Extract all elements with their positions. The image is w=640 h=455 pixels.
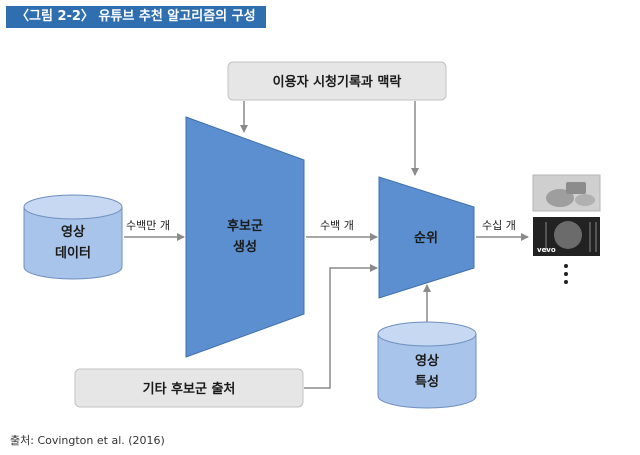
video-data-label-line1: 영상 [61,225,85,240]
user-history-box: 이용자 시청기록과 맥락 [227,61,447,101]
source-caption: 출처: Covington et al. (2016) [10,434,165,447]
other-candidates-box: 기타 후보군 출처 [74,368,304,408]
vevo-logo: vevo [537,246,556,254]
video-features-label-line1: 영상 [415,354,439,369]
other-candidates-label: 기타 후보군 출처 [143,381,236,397]
more-dot-2 [564,272,568,276]
thumbnail-1 [532,174,601,212]
user-history-label: 이용자 시청기록과 맥락 [273,74,402,90]
video-data-cylinder: 영상 데이터 [23,194,123,280]
output-thumbnails: vevo [532,174,601,284]
arrow-other-to-ranking [304,264,378,389]
candidate-generation-label-line2: 생성 [233,240,257,255]
video-data-label-line2: 데이터 [55,245,91,261]
video-features-cylinder: 영상 특성 [377,321,477,409]
video-features-label-line2: 특성 [415,375,439,390]
more-dot-3 [564,280,568,284]
figure-title: 〈그림 2-2〉 유튜브 추천 알고리즘의 구성 [6,6,266,28]
more-dot-1 [564,264,568,268]
ranking-funnel: 순위 [378,176,475,299]
edge-label-dozens: 수십 개 [482,219,516,232]
candidate-generation-funnel: 후보군 생성 [185,116,305,358]
ranking-label: 순위 [414,231,438,246]
edge-label-millions: 수백만 개 [126,219,170,232]
edge-label-hundreds: 수백 개 [320,219,354,232]
candidate-generation-label-line1: 후보군 [227,218,263,234]
thumbnail-2: vevo [533,217,600,256]
